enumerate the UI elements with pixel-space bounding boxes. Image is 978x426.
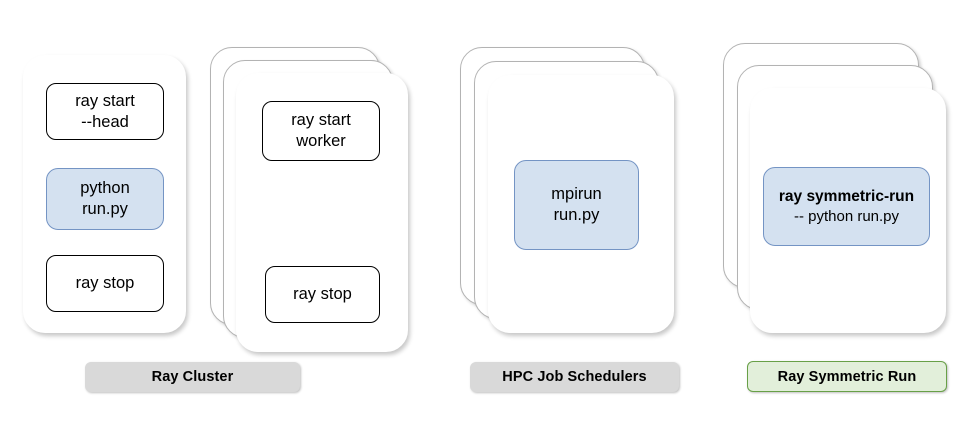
command-line-2: run.py bbox=[553, 206, 600, 224]
command-line-1: ray stop bbox=[293, 285, 352, 303]
command-box-mpirun[interactable]: mpirun run.py bbox=[514, 160, 639, 250]
command-line-1: ray start bbox=[75, 91, 135, 110]
command-line-1: mpirun bbox=[551, 185, 602, 203]
command-line-2: -- python run.py bbox=[793, 207, 900, 225]
command-box-ray-start-worker[interactable]: ray start worker bbox=[262, 101, 380, 161]
command-line-2: --head bbox=[81, 112, 129, 131]
group-caption-hpc-job-schedulers: HPC Job Schedulers bbox=[470, 362, 679, 392]
command-line-2: run.py bbox=[82, 200, 128, 218]
command-box-python-run[interactable]: python run.py bbox=[46, 168, 164, 230]
command-line-1: ray stop bbox=[75, 274, 135, 292]
command-box-ray-stop-head[interactable]: ray stop bbox=[46, 255, 164, 312]
group-caption-label: Ray Cluster bbox=[151, 369, 234, 385]
group-caption-label: Ray Symmetric Run bbox=[777, 368, 917, 385]
command-box-ray-symmetric-run[interactable]: ray symmetric-run -- python run.py bbox=[763, 167, 930, 246]
group-caption-ray-cluster: Ray Cluster bbox=[85, 362, 300, 392]
group-caption-ray-symmetric-run: Ray Symmetric Run bbox=[747, 361, 947, 392]
command-box-ray-start-head[interactable]: ray start --head bbox=[46, 83, 164, 140]
command-line-1: ray start bbox=[291, 111, 351, 129]
command-line-1: ray symmetric-run bbox=[778, 187, 915, 205]
command-line-1: python bbox=[80, 179, 130, 197]
command-line-2: worker bbox=[296, 132, 346, 150]
group-caption-label: HPC Job Schedulers bbox=[502, 369, 647, 385]
command-box-ray-stop-worker[interactable]: ray stop bbox=[265, 266, 380, 323]
